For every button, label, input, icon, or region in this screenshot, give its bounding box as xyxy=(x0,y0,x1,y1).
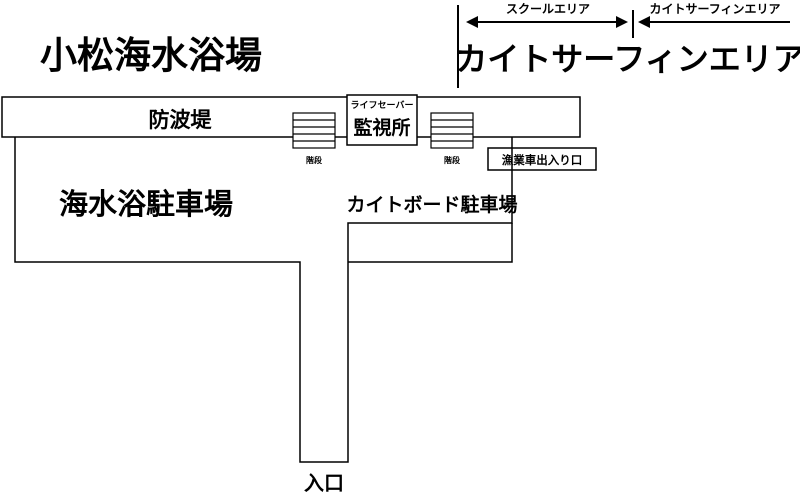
beach-parking-label: 海水浴駐車場 xyxy=(59,187,233,221)
breakwater-block xyxy=(1,96,581,138)
stairs-right-icon xyxy=(430,112,474,149)
lifeguard-station-label: 監視所 xyxy=(353,116,410,139)
map-title: 小松海水浴場 xyxy=(40,34,262,77)
kiteboard-parking-label: カイトボード駐車場 xyxy=(346,193,517,216)
school-area-label: スクールエリア xyxy=(506,2,590,16)
stairs-left-label: 階段 xyxy=(306,155,322,165)
school-arrow-right-head xyxy=(616,16,628,28)
zone-indicator xyxy=(457,5,790,88)
kitesurf-area-label-large: カイトサーフィンエリア xyxy=(455,40,800,78)
breakwater-label: 防波堤 xyxy=(149,108,213,132)
lifeguard-station-box xyxy=(346,94,418,146)
school-arrow-left-head xyxy=(466,16,478,28)
stairs-right-label: 階段 xyxy=(444,155,460,165)
lifeguard-caption: ライフセーバー xyxy=(351,100,414,111)
parking-outline xyxy=(14,137,513,463)
entrance-label: 入口 xyxy=(304,471,344,495)
fishing-entrance-label: 漁業車出入り口 xyxy=(502,153,583,167)
stairs-left-icon xyxy=(292,112,336,149)
kitesurf-arrow-left-head xyxy=(638,16,650,28)
kitesurf-area-label-small: カイトサーフィンエリア xyxy=(649,2,780,16)
fishing-entrance-box xyxy=(487,147,597,171)
